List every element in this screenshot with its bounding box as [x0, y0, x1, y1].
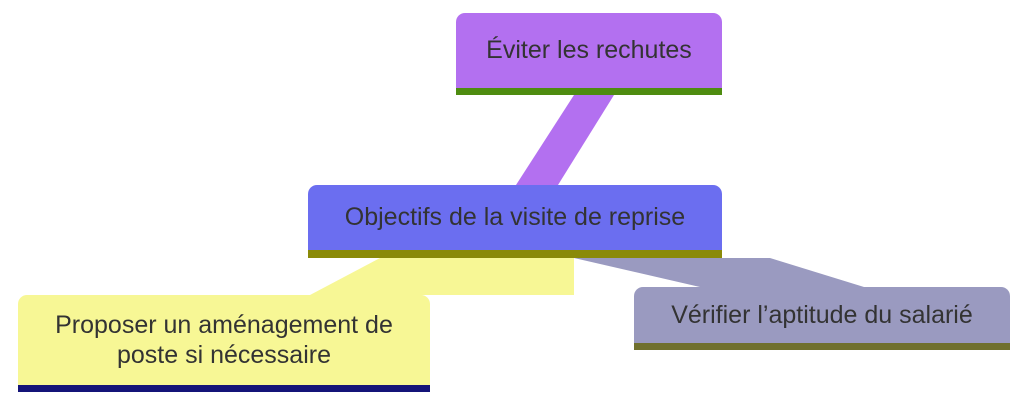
- node-verifier-aptitude-salarie[interactable]: Vérifier l’aptitude du salarié: [634, 287, 1010, 350]
- connector-objectifs-to-eviter: [516, 95, 614, 185]
- node-objectifs-de-la-visite-de-reprise[interactable]: Objectifs de la visite de reprise: [308, 185, 722, 258]
- node-verifier-label: Vérifier l’aptitude du salarié: [671, 300, 973, 329]
- node-proposer-label: Proposer un aménagement de poste si néce…: [55, 310, 393, 370]
- node-objectifs-label: Objectifs de la visite de reprise: [344, 203, 686, 232]
- node-eviter-les-rechutes[interactable]: Éviter les rechutes: [456, 13, 722, 95]
- node-proposer-un-amenagement[interactable]: Proposer un aménagement de poste si néce…: [18, 295, 430, 392]
- connector-objectifs-to-verifier: [574, 258, 864, 287]
- node-eviter-label: Éviter les rechutes: [486, 36, 692, 65]
- connector-objectifs-to-proposer: [310, 258, 574, 295]
